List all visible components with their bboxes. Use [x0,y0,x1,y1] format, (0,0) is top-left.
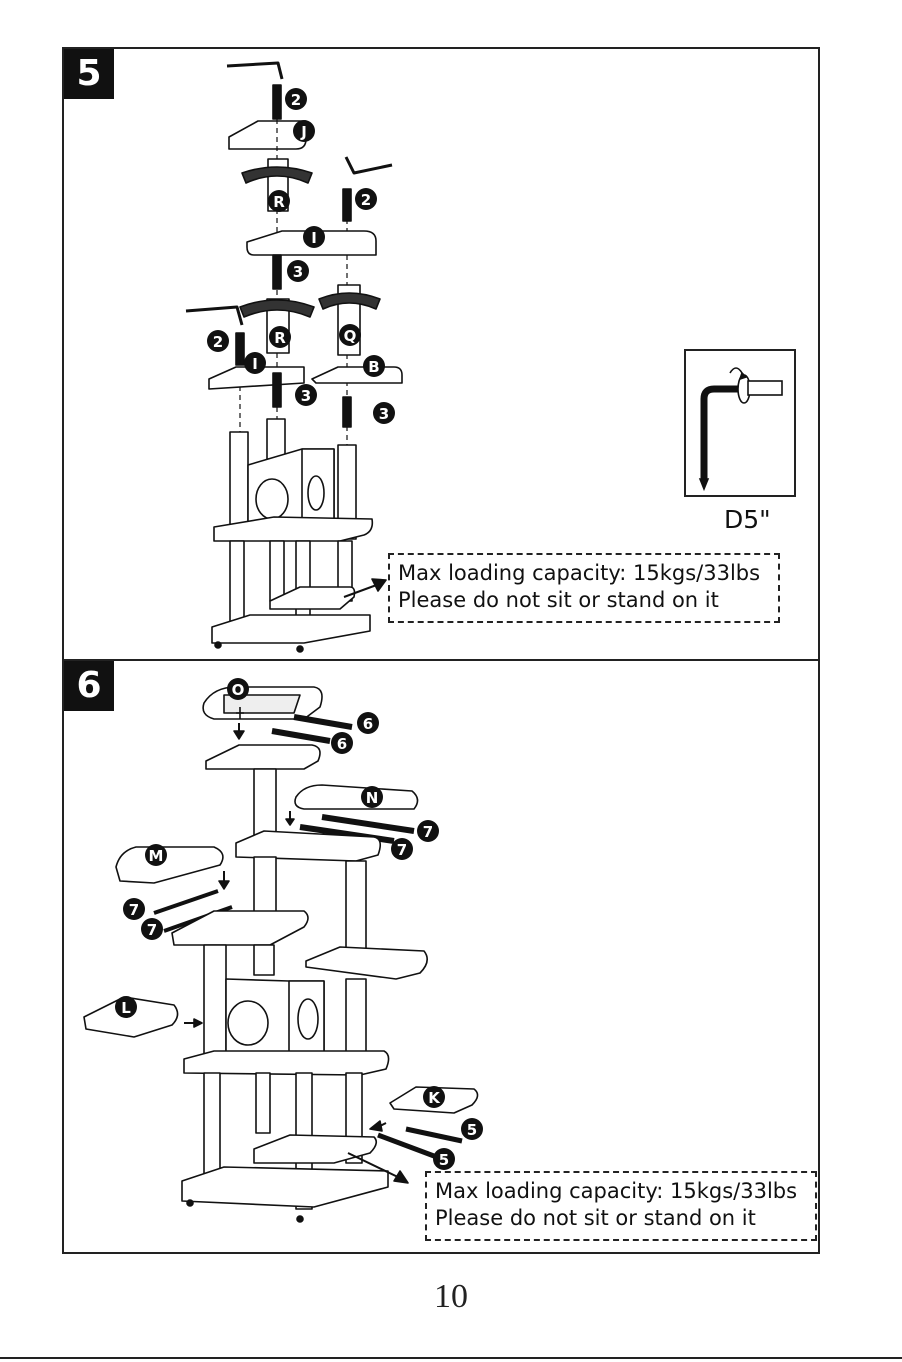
do-not-sit-text: Please do not sit or stand on it [398,587,770,614]
callout-B: B [368,358,379,376]
callout-5-upper: 5 [467,1121,477,1139]
load-warning-note-step-5: Max loading capacity: 15kgs/33lbs Please… [388,553,780,623]
hex-key-icon [686,351,794,495]
callout-O: O [232,681,245,699]
callout-2-left: 2 [213,333,223,351]
hex-key-tool-box [684,349,796,497]
bottom-divider [0,1357,902,1359]
callout-7-right-upper: 7 [423,823,433,841]
callout-3-right: 3 [379,405,389,423]
callout-R-lower: R [274,329,286,347]
callout-7-left-lower: 7 [147,921,157,939]
step-6-illustration: O 6 6 N 7 7 M 7 7 L K 5 5 [64,661,822,1256]
callout-6-upper: 6 [363,715,373,733]
step-5-panel: 5 [62,47,820,661]
callout-Q: Q [344,327,357,345]
callout-2-right: 2 [361,191,371,209]
load-capacity-text: Max loading capacity: 15kgs/33lbs [435,1178,807,1205]
callout-K: K [428,1089,441,1107]
hex-key-size-label: D5" [724,505,771,534]
step-6-panel: 6 [62,659,820,1254]
callout-6-lower: 6 [337,735,347,753]
callout-7-right-lower: 7 [397,841,407,859]
callout-I-lower: I [252,355,258,373]
callout-2-top: 2 [291,91,301,109]
load-capacity-text: Max loading capacity: 15kgs/33lbs [398,560,770,587]
callout-M: M [149,847,164,865]
callout-7-left-upper: 7 [129,901,139,919]
callout-5-lower: 5 [439,1151,449,1169]
callout-I-upper: I [311,229,317,247]
page-number: 10 [0,1278,902,1316]
load-warning-note-step-6: Max loading capacity: 15kgs/33lbs Please… [425,1171,817,1241]
do-not-sit-text: Please do not sit or stand on it [435,1205,807,1232]
callout-L: L [121,999,131,1017]
callout-R-upper: R [273,193,285,211]
callout-N: N [366,789,379,807]
callout-3-upper: 3 [293,263,303,281]
callout-3-middle: 3 [301,387,311,405]
callout-J: J [300,123,307,141]
